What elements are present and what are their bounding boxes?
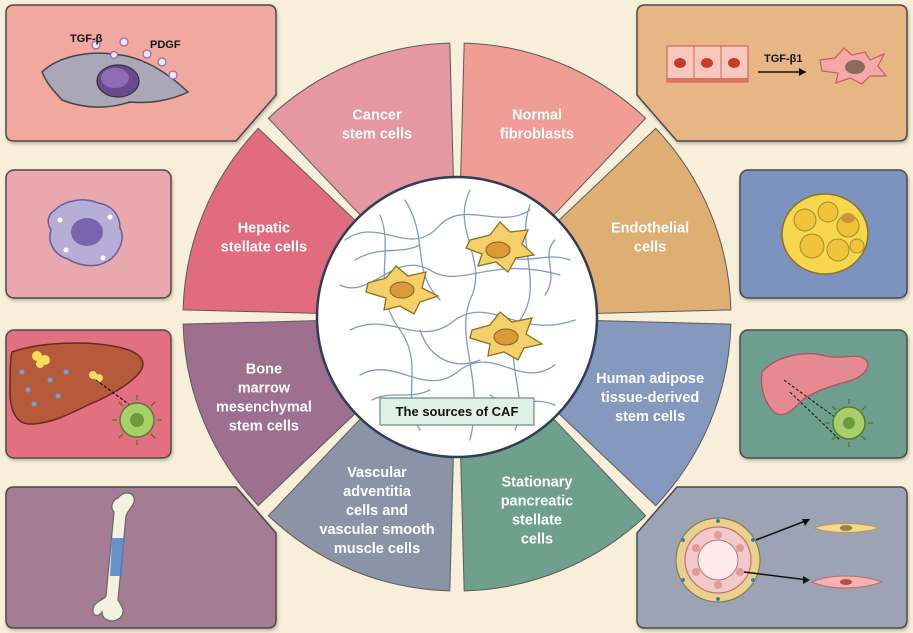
label-line: stem cells bbox=[229, 418, 299, 434]
label-line: pancreatic bbox=[501, 494, 574, 510]
tgf-beta-label: TGF-β bbox=[70, 33, 103, 45]
panel-bone-marrow-msc bbox=[5, 486, 277, 629]
panel-normal-fibroblasts: TGF-β PDGF bbox=[5, 4, 277, 142]
label-line: mesenchymal bbox=[216, 399, 312, 415]
adipocyte-icon bbox=[781, 193, 869, 275]
label-normal-fibroblasts: Normal fibroblasts bbox=[500, 107, 574, 142]
pancreas-icon bbox=[760, 353, 869, 416]
center-circle: The sources of CAF bbox=[315, 175, 599, 459]
label-pancreatic-stellate-cells: Stationary pancreatic stellate cells bbox=[501, 475, 574, 548]
label-line: muscle cells bbox=[334, 541, 420, 557]
label-line: Vascular bbox=[347, 465, 407, 481]
label-cancer-stem-cells: Cancer stem cells bbox=[342, 107, 412, 142]
pancreatic-stellate-cell-icon bbox=[825, 399, 873, 447]
caf-cell-icon bbox=[469, 311, 544, 361]
label-bone-marrow-msc: Bone marrow mesenchymal stem cells bbox=[216, 361, 312, 434]
panel-adipose-stem-cells bbox=[739, 169, 908, 299]
label-line: adventitia bbox=[343, 484, 412, 500]
label-hepatic-stellate-cells: Hepatic stellate cells bbox=[221, 221, 307, 256]
caf-cell-icon bbox=[465, 221, 536, 273]
label-line: Cancer bbox=[352, 107, 402, 123]
label-line: Human adipose bbox=[596, 371, 704, 387]
label-line: tissue-derived bbox=[601, 390, 699, 406]
panel-hepatic-stellate-cells bbox=[5, 329, 172, 459]
caf-cell-icon bbox=[365, 265, 440, 315]
panel-pancreatic-stellate-cells bbox=[739, 329, 908, 459]
label-line: stellate cells bbox=[221, 240, 307, 256]
spindle-cell-icon bbox=[810, 523, 884, 589]
label-line: stem cells bbox=[342, 126, 412, 142]
panel-vascular-cells bbox=[636, 486, 908, 629]
panel-endothelial-cells: TGF-β1 bbox=[636, 4, 908, 142]
label-line: Hepatic bbox=[238, 221, 290, 237]
activated-fibroblast-icon bbox=[819, 47, 888, 85]
endothelial-layer-icon bbox=[666, 45, 749, 83]
label-line: marrow bbox=[238, 380, 291, 396]
label-line: Endothelial bbox=[611, 221, 689, 237]
title-box bbox=[379, 397, 535, 426]
label-line: vascular smooth bbox=[319, 522, 434, 538]
label-line: cells bbox=[634, 240, 666, 256]
label-line: fibroblasts bbox=[500, 126, 574, 142]
label-adipose-stem-cells: Human adipose tissue-derived stem cells bbox=[596, 371, 704, 425]
pdgf-label: PDGF bbox=[150, 39, 181, 51]
label-line: Bone bbox=[246, 361, 282, 377]
diagram-title: The sources of CAF bbox=[396, 404, 519, 419]
label-endothelial-cells: Endothelial cells bbox=[611, 221, 689, 256]
label-line: stem cells bbox=[615, 409, 685, 425]
liver-icon bbox=[9, 342, 144, 425]
growth-factor-dots bbox=[91, 37, 178, 80]
stem-cell-icon bbox=[47, 199, 123, 267]
label-line: cells bbox=[521, 532, 553, 548]
fibroblast-icon bbox=[41, 52, 190, 108]
label-line: Stationary bbox=[502, 475, 573, 491]
label-line: Normal bbox=[512, 107, 562, 123]
panel-cancer-stem-cells bbox=[5, 169, 172, 299]
label-line: cells and bbox=[346, 503, 408, 519]
label-line: stellate bbox=[512, 513, 562, 529]
tgf-beta1-label: TGF-β1 bbox=[764, 53, 803, 65]
blood-vessel-icon bbox=[675, 517, 761, 603]
stellate-cell-icon bbox=[112, 395, 162, 445]
label-vascular-cells: Vascular adventitia cells and vascular smoo… bbox=[319, 465, 434, 557]
bone-icon bbox=[92, 492, 135, 622]
